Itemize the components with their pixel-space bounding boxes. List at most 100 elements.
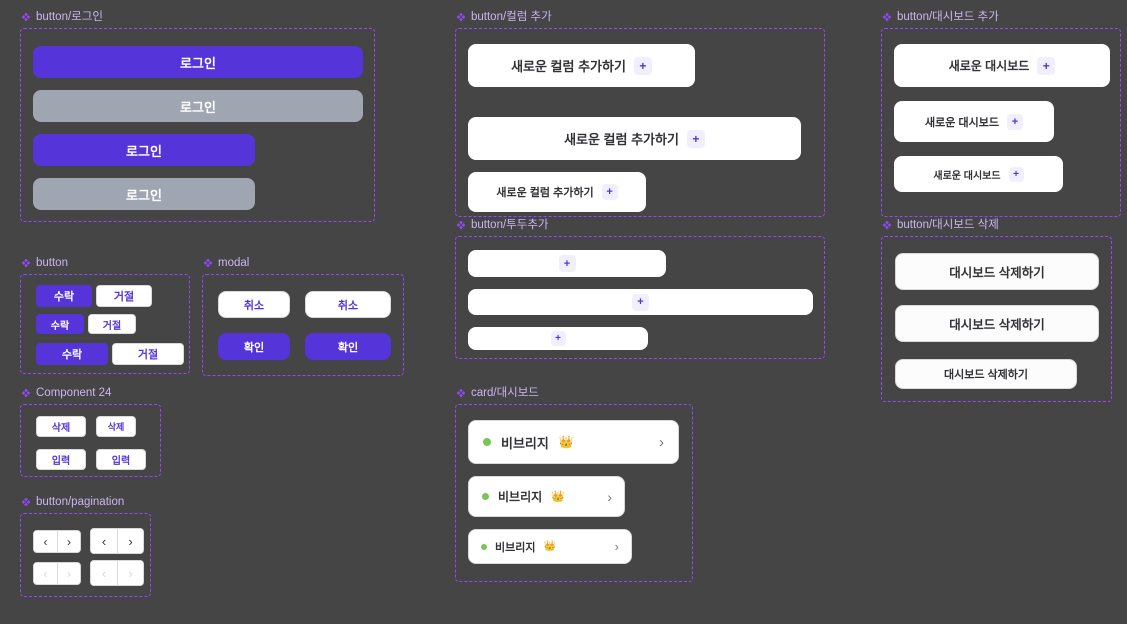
reject-button-3[interactable]: 거절 — [112, 343, 184, 365]
section-component-24: Component 24 삭제 삭제 입력 입력 — [20, 386, 161, 477]
chevron-left-icon[interactable]: ‹ — [34, 531, 57, 552]
chevron-right-icon[interactable]: › — [614, 539, 619, 554]
modal-cancel-button-lg[interactable]: 취소 — [305, 291, 391, 318]
add-column-button-1[interactable]: 새로운 컬럼 추가하기 + — [468, 44, 695, 87]
crown-icon: 👑 — [543, 541, 556, 552]
plus-icon: + — [550, 331, 566, 346]
frame-column-add: 새로운 컬럼 추가하기 + 새로운 컬럼 추가하기 + 새로운 컬럼 추가하기 … — [455, 28, 825, 217]
dashboard-card-title: 비브리지 — [498, 490, 543, 504]
add-column-button-3[interactable]: 새로운 컬럼 추가하기 + — [468, 172, 646, 212]
chevron-right-icon[interactable]: › — [57, 531, 80, 552]
section-label-pagination: button/pagination — [20, 495, 151, 509]
dashboard-card-2[interactable]: 비브리지 👑 › — [468, 476, 625, 517]
modal-cancel-button-sm[interactable]: 취소 — [218, 291, 290, 318]
add-dashboard-label: 새로운 대시보드 — [933, 170, 1001, 182]
chevron-left-icon[interactable]: ‹ — [91, 529, 117, 553]
section-label-dashboard-delete: button/대시보드 삭제 — [881, 218, 1112, 232]
accept-button-1[interactable]: 수락 — [36, 285, 92, 307]
plus-icon: + — [558, 255, 576, 272]
login-button-primary-lg[interactable]: 로그인 — [33, 46, 363, 78]
accept-button-3[interactable]: 수락 — [36, 343, 108, 365]
reject-button-2[interactable]: 거절 — [88, 314, 136, 334]
component-diamond-icon — [21, 388, 31, 398]
section-label-todo-add: button/투두추가 — [455, 218, 825, 232]
input-button-2[interactable]: 입력 — [96, 449, 146, 470]
chevron-right-icon[interactable]: › — [117, 529, 143, 553]
section-label-component-24: Component 24 — [20, 386, 161, 400]
section-pagination: button/pagination ‹ › ‹ › ‹ › — [20, 495, 151, 597]
section-label-card-dashboard: card/대시보드 — [455, 386, 693, 400]
frame-button: 수락 거절 수락 거절 수락 거절 — [20, 274, 190, 374]
section-label-text: button/투두추가 — [471, 219, 549, 231]
add-column-label: 새로운 컬럼 추가하기 — [511, 59, 626, 74]
section-label-button-login: button/로그인 — [20, 10, 375, 24]
delete-button-2[interactable]: 삭제 — [96, 416, 136, 437]
pagination-enabled-lg[interactable]: ‹ › — [90, 528, 144, 554]
section-label-text: button — [36, 257, 68, 269]
add-dashboard-button-2[interactable]: 새로운 대시보드 + — [894, 101, 1054, 142]
frame-dashboard-delete: 대시보드 삭제하기 대시보드 삭제하기 대시보드 삭제하기 — [881, 236, 1112, 402]
component-diamond-icon — [21, 497, 31, 507]
add-column-label: 새로운 컬럼 추가하기 — [496, 187, 594, 199]
chevron-right-icon[interactable]: › — [607, 488, 612, 505]
frame-modal: 취소 취소 확인 확인 — [202, 274, 404, 376]
dashboard-card-title: 비브리지 — [495, 541, 536, 554]
chevron-right-icon[interactable]: › — [659, 433, 664, 451]
frame-card-dashboard: 비브리지 👑 › 비브리지 👑 › 비브리지 👑 › — [455, 404, 693, 582]
add-todo-button-3[interactable]: + — [468, 327, 648, 350]
add-todo-button-1[interactable]: + — [468, 250, 666, 277]
add-dashboard-button-1[interactable]: 새로운 대시보드 + — [894, 44, 1110, 87]
add-dashboard-button-3[interactable]: 새로운 대시보드 + — [894, 156, 1063, 192]
frame-todo-add: + + + — [455, 236, 825, 359]
accept-button-2[interactable]: 수락 — [36, 314, 84, 334]
plus-icon: + — [1006, 113, 1023, 130]
add-dashboard-label: 새로운 대시보드 — [948, 59, 1030, 73]
delete-dashboard-button-1[interactable]: 대시보드 삭제하기 — [895, 253, 1099, 290]
dashboard-card-1[interactable]: 비브리지 👑 › — [468, 420, 679, 464]
dashboard-card-title: 비브리지 — [501, 435, 549, 451]
add-column-label: 새로운 컬럼 추가하기 — [564, 132, 679, 147]
section-modal: modal 취소 취소 확인 확인 — [202, 256, 404, 376]
frame-dashboard-add: 새로운 대시보드 + 새로운 대시보드 + 새로운 대시보드 + — [881, 28, 1121, 217]
modal-confirm-button-lg[interactable]: 확인 — [305, 333, 391, 360]
chevron-right-icon: › — [117, 561, 143, 585]
section-button-login: button/로그인 로그인 로그인 로그인 로그인 — [20, 10, 375, 222]
reject-button-1[interactable]: 거절 — [96, 285, 152, 307]
section-todo-add: button/투두추가 + + + — [455, 218, 825, 359]
section-label-button: button — [20, 256, 190, 270]
crown-icon: 👑 — [558, 435, 574, 449]
status-dot-icon — [481, 543, 487, 550]
login-button-primary-md[interactable]: 로그인 — [33, 134, 255, 166]
frame-pagination: ‹ › ‹ › ‹ › ‹ › — [20, 513, 151, 597]
frame-component-24: 삭제 삭제 입력 입력 — [20, 404, 161, 477]
modal-confirm-button-sm[interactable]: 확인 — [218, 333, 290, 360]
component-diamond-icon — [456, 388, 466, 398]
section-label-text: button/pagination — [36, 496, 125, 508]
input-button-1[interactable]: 입력 — [36, 449, 86, 470]
component-diamond-icon — [21, 258, 31, 268]
dashboard-card-3[interactable]: 비브리지 👑 › — [468, 529, 632, 564]
section-dashboard-delete: button/대시보드 삭제 대시보드 삭제하기 대시보드 삭제하기 대시보드 … — [881, 218, 1112, 402]
add-todo-button-2[interactable]: + — [468, 289, 813, 315]
section-label-text: button/대시보드 삭제 — [897, 219, 999, 231]
chevron-left-icon: ‹ — [34, 563, 57, 584]
component-diamond-icon — [456, 12, 466, 22]
status-dot-icon — [482, 493, 489, 500]
login-button-muted-lg[interactable]: 로그인 — [33, 90, 363, 122]
section-label-column-add: button/컬럼 추가 — [455, 10, 825, 24]
login-button-muted-md[interactable]: 로그인 — [33, 178, 255, 210]
section-button: button 수락 거절 수락 거절 수락 거절 — [20, 256, 190, 374]
plus-icon: + — [601, 184, 618, 200]
plus-icon: + — [1037, 56, 1056, 75]
status-dot-icon — [483, 438, 491, 446]
section-label-text: card/대시보드 — [471, 387, 539, 399]
plus-icon: + — [632, 293, 649, 311]
delete-dashboard-button-2[interactable]: 대시보드 삭제하기 — [895, 305, 1099, 342]
section-label-dashboard-add: button/대시보드 추가 — [881, 10, 1121, 24]
add-column-button-2[interactable]: 새로운 컬럼 추가하기 + — [468, 117, 801, 160]
delete-dashboard-button-3[interactable]: 대시보드 삭제하기 — [895, 359, 1077, 389]
crown-icon: 👑 — [551, 491, 565, 503]
pagination-enabled-sm[interactable]: ‹ › — [33, 530, 81, 553]
delete-button-1[interactable]: 삭제 — [36, 416, 86, 437]
